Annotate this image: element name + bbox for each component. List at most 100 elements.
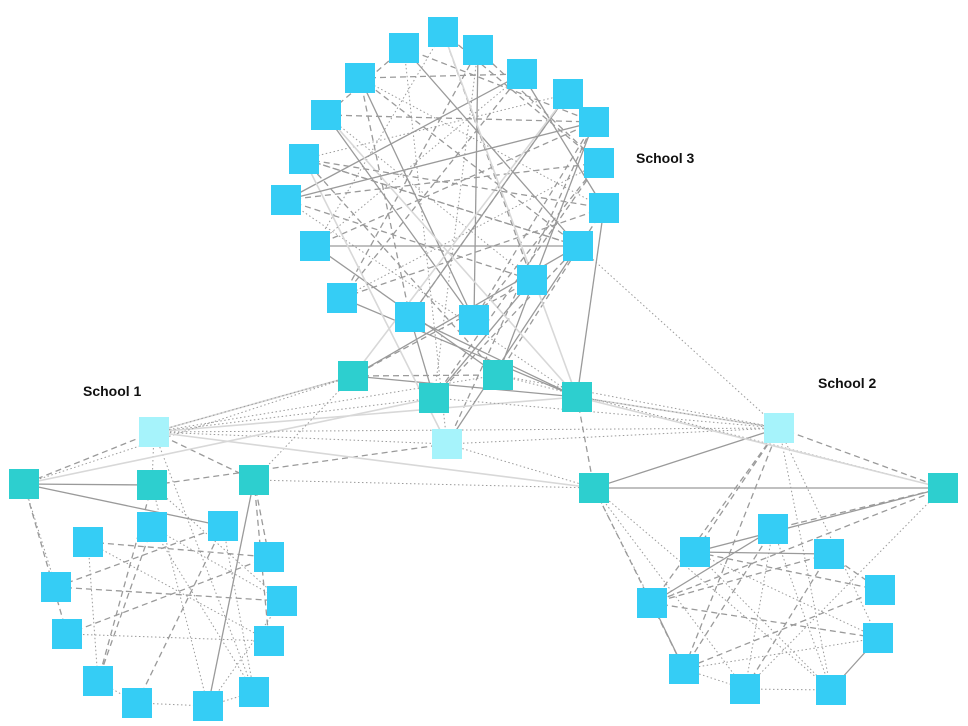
node-hub-c2 (928, 473, 958, 503)
node-student-c4 (758, 514, 788, 544)
edge-c0-c11 (778, 427, 832, 691)
edge-b5-b9 (151, 526, 283, 602)
edge-a18-a4 (359, 73, 523, 79)
node-student-b6 (208, 511, 238, 541)
node-student-c5 (814, 539, 844, 569)
school-2-label: School 2 (818, 375, 877, 391)
edge-b5-b15 (151, 526, 255, 693)
edge-a16-a9 (303, 158, 579, 247)
node-hub_light-b0 (139, 417, 169, 447)
edge-h4-c2 (576, 396, 944, 489)
edge-b6-b15 (222, 525, 255, 693)
node-student-b9 (267, 586, 297, 616)
edge-a15-a6 (285, 121, 595, 201)
edge-c4-c9 (683, 528, 774, 670)
edge-a2-h4 (442, 31, 578, 398)
node-hub_light-c0 (764, 413, 794, 443)
edge-c6-c8 (651, 602, 879, 639)
edge-b3-c1 (253, 479, 595, 489)
edge-h3-c0 (497, 374, 780, 429)
node-student-c6 (637, 588, 667, 618)
edge-b1-b2 (23, 483, 153, 486)
node-student-a10 (517, 265, 547, 295)
node-student-a6 (579, 107, 609, 137)
node-student-a13 (327, 283, 357, 313)
edge-h4-b0 (153, 396, 578, 433)
edge-b1-b10 (23, 483, 68, 635)
edge-b6-b13 (136, 525, 224, 704)
node-student-a9 (563, 231, 593, 261)
edge-a8-h4 (576, 207, 605, 398)
edge-a1-a6 (403, 47, 595, 123)
edge-a5-h1 (352, 93, 569, 377)
edge-h5-a6 (446, 121, 595, 445)
edge-c3-c8 (694, 551, 879, 639)
edge-h2-b0 (153, 397, 435, 433)
edge-c4-c10 (744, 528, 774, 690)
node-hub_light-h5 (432, 429, 462, 459)
edge-h5-c1 (446, 443, 595, 489)
edge-c4-c6 (651, 528, 774, 604)
edge-a18-a9 (359, 77, 579, 247)
edge-b0-b15 (153, 431, 255, 693)
edge-b5-b12 (97, 526, 153, 682)
edge-h1-h4 (352, 375, 578, 398)
edge-c5-c10 (744, 553, 830, 690)
edge-c3-c11 (694, 551, 832, 691)
node-student-b10 (52, 619, 82, 649)
node-student-b14 (193, 691, 223, 721)
edge-b4-b12 (87, 541, 99, 682)
node-student-a4 (507, 59, 537, 89)
school-3-label: School 3 (636, 150, 695, 166)
node-student-a18 (345, 63, 375, 93)
edge-b4-b7 (87, 541, 270, 558)
edge-a12-a5 (409, 93, 569, 318)
node-student-a14 (300, 231, 330, 261)
edge-h2-c0 (433, 397, 780, 429)
edge-a7-a15 (285, 162, 600, 201)
node-hub-b3 (239, 465, 269, 495)
edge-c3-c5 (694, 551, 830, 555)
edge-c0-c3 (694, 427, 780, 553)
edge-a1-a9 (403, 47, 579, 247)
edge-b1-b6 (23, 483, 224, 527)
edge-h4-c1 (576, 396, 595, 489)
node-student-c10 (730, 674, 760, 704)
node-student-a11 (459, 305, 489, 335)
node-student-b13 (122, 688, 152, 718)
node-student-b15 (239, 677, 269, 707)
node-hub-h1 (338, 361, 368, 391)
edge-h5-b0 (153, 431, 448, 445)
edge-c2-c4 (772, 487, 944, 530)
edge-a14-a4 (314, 73, 523, 247)
edge-b0-c0 (153, 427, 780, 433)
node-layer (9, 17, 958, 721)
edge-a15-h4 (285, 199, 578, 398)
edge-a17-a6 (325, 114, 595, 123)
edge-c0-c6 (651, 427, 780, 604)
node-student-a1 (389, 33, 419, 63)
edge-a9-h2 (433, 245, 579, 399)
edge-b8-b9 (55, 586, 283, 602)
edge-h5-a9 (446, 245, 579, 445)
edge-c0-c1 (593, 427, 780, 489)
node-student-c11 (816, 675, 846, 705)
edge-h1-b0 (153, 375, 354, 433)
edge-c5-c6 (651, 553, 830, 604)
edge-a12-h4 (409, 316, 578, 398)
edge-a4-a8 (521, 73, 605, 209)
node-hub-h2 (419, 383, 449, 413)
node-student-b12 (83, 666, 113, 696)
edge-b0-b3 (153, 431, 255, 481)
edge-a4-a13 (341, 73, 523, 299)
edge-h1-h3 (352, 374, 499, 377)
node-student-c8 (863, 623, 893, 653)
node-student-a8 (589, 193, 619, 223)
edge-b2-b9 (151, 484, 283, 602)
school-1-label: School 1 (83, 383, 142, 399)
edge-c4-c11 (772, 528, 832, 691)
node-student-a5 (553, 79, 583, 109)
node-student-b11 (254, 626, 284, 656)
node-student-a12 (395, 302, 425, 332)
